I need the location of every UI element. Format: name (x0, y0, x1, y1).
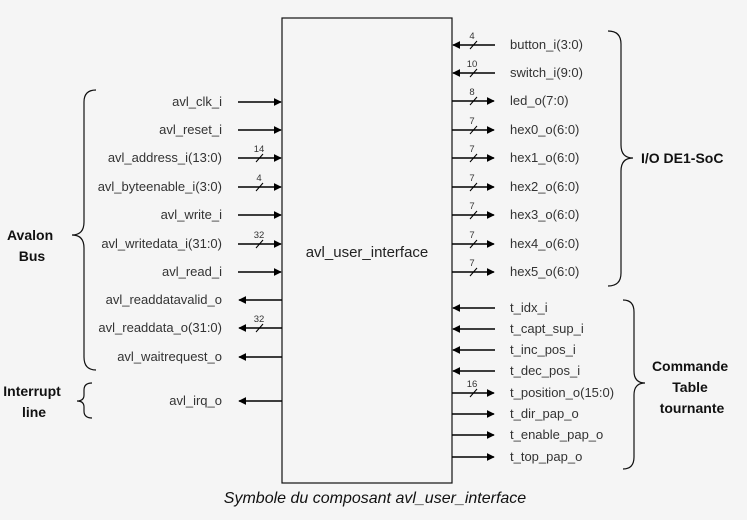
left-port: avl_write_i (161, 207, 282, 222)
bus-slash (469, 125, 478, 135)
table-brace (622, 299, 646, 470)
left-port: avl_readdata_o(31:0) 32 (98, 314, 282, 335)
bus-width-label: 4 (256, 173, 261, 184)
right-port: t_top_pap_o (452, 449, 582, 464)
left-ports: avl_clk_i avl_reset_i avl_address_i(13:0) 1… (98, 94, 282, 408)
bus-width-label: 32 (254, 230, 265, 241)
left-port-label: avl_writedata_i(31:0) (101, 236, 222, 251)
right-port: t_dir_pap_o (452, 406, 579, 421)
right-port-label: hex0_o(6:0) (510, 122, 579, 137)
bus-width-label: 8 (469, 87, 474, 98)
left-port-label: avl_irq_o (169, 393, 222, 408)
bus-slash (469, 68, 478, 78)
io-label: I/O DE1-SoC (641, 150, 723, 166)
left-port-label: avl_readdatavalid_o (106, 292, 222, 307)
bus-slash (469, 210, 478, 220)
right-port: 7 hex1_o(6:0) (452, 144, 579, 165)
bus-width-label: 7 (469, 258, 474, 269)
right-port-label: button_i(3:0) (510, 37, 583, 52)
left-port: avl_reset_i (159, 122, 282, 137)
left-port: avl_clk_i (172, 94, 282, 109)
bus-slash (255, 182, 264, 192)
right-port: 7 hex0_o(6:0) (452, 116, 579, 137)
bus-slash (469, 96, 478, 106)
bus-width-label: 7 (469, 230, 474, 241)
bus-slash (469, 153, 478, 163)
bus-width-label: 10 (467, 59, 478, 70)
right-port-label: hex2_o(6:0) (510, 179, 579, 194)
left-port: avl_writedata_i(31:0) 32 (101, 230, 282, 251)
bus-width-label: 4 (469, 31, 474, 42)
bus-slash (255, 153, 264, 163)
left-port: avl_irq_o (169, 393, 282, 408)
bus-slash (469, 40, 478, 50)
left-port-label: avl_address_i(13:0) (108, 150, 222, 165)
right-port-label: hex5_o(6:0) (510, 264, 579, 279)
left-port-label: avl_readdata_o(31:0) (98, 320, 222, 335)
left-port: avl_read_i (162, 264, 282, 279)
component-title: avl_user_interface (306, 244, 429, 261)
left-port-label: avl_write_i (161, 207, 223, 222)
right-port: 10 switch_i(9:0) (452, 59, 583, 80)
left-port-label: avl_reset_i (159, 122, 222, 137)
bus-slash (255, 239, 264, 249)
right-port-label: led_o(7:0) (510, 93, 569, 108)
bus-width-label: 7 (469, 173, 474, 184)
right-port-label: t_idx_i (510, 300, 548, 315)
right-port-label: t_top_pap_o (510, 449, 582, 464)
left-port: avl_readdatavalid_o (106, 292, 282, 307)
bus-slash (469, 388, 478, 398)
bus-width-label: 14 (254, 144, 265, 155)
component-box (281, 17, 453, 484)
bus-width-label: 16 (467, 379, 478, 390)
right-port: t_inc_pos_i (452, 342, 576, 357)
right-port: 4 button_i(3:0) (452, 31, 583, 52)
avalon-label: Avalon Bus (7, 227, 57, 264)
bus-slash (255, 323, 264, 333)
right-port-label: hex1_o(6:0) (510, 150, 579, 165)
left-port: avl_byteenable_i(3:0) 4 (98, 173, 282, 194)
left-port: avl_address_i(13:0) 14 (108, 144, 282, 165)
right-port: 16 t_position_o(15:0) (452, 379, 614, 400)
right-ports: 4 button_i(3:0) 10 switch_i(9:0) 8 led_o(7:0)… (452, 31, 614, 464)
right-port-label: hex3_o(6:0) (510, 207, 579, 222)
right-port: 7 hex3_o(6:0) (452, 201, 579, 222)
left-port-label: avl_byteenable_i(3:0) (98, 179, 222, 194)
right-port: t_enable_pap_o (452, 427, 603, 442)
right-port-label: t_inc_pos_i (510, 342, 576, 357)
right-port: t_idx_i (452, 300, 548, 315)
right-port-label: t_dir_pap_o (510, 406, 579, 421)
left-port-label: avl_clk_i (172, 94, 222, 109)
diagram-caption: Symbole du composant avl_user_interface (224, 490, 526, 507)
right-port-label: t_capt_sup_i (510, 321, 584, 336)
bus-width-label: 7 (469, 201, 474, 212)
right-port: t_capt_sup_i (452, 321, 584, 336)
interrupt-brace (76, 382, 93, 419)
right-port: 7 hex4_o(6:0) (452, 230, 579, 251)
bus-width-label: 7 (469, 116, 474, 127)
right-port-label: t_position_o(15:0) (510, 385, 614, 400)
bus-slash (469, 182, 478, 192)
right-port-label: t_enable_pap_o (510, 427, 603, 442)
bus-slash (469, 239, 478, 249)
bus-width-label: 7 (469, 144, 474, 155)
right-port-label: t_dec_pos_i (510, 363, 580, 378)
right-port: 7 hex2_o(6:0) (452, 173, 579, 194)
right-port-label: hex4_o(6:0) (510, 236, 579, 251)
right-port: 8 led_o(7:0) (452, 87, 569, 108)
left-port: avl_waitrequest_o (117, 349, 282, 364)
io-brace (607, 30, 634, 287)
left-port-label: avl_waitrequest_o (117, 349, 222, 364)
bus-slash (469, 267, 478, 277)
left-port-label: avl_read_i (162, 264, 222, 279)
right-port: t_dec_pos_i (452, 363, 580, 378)
right-port: 7 hex5_o(6:0) (452, 258, 579, 279)
avalon-brace (71, 89, 97, 371)
table-label: Commande Table tournante (652, 358, 732, 416)
interrupt-label: Interrupt line (3, 383, 64, 420)
right-port-label: switch_i(9:0) (510, 65, 583, 80)
bus-width-label: 32 (254, 314, 265, 325)
